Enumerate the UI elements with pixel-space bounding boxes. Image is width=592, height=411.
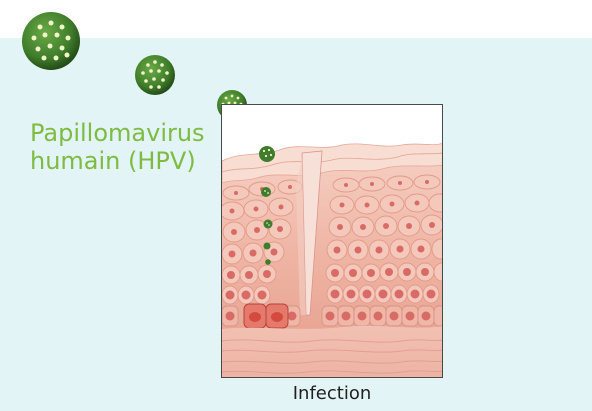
tissue-illustration (222, 105, 443, 378)
hpv-virion-large (20, 10, 82, 72)
hpv-virion-medium (133, 53, 177, 97)
virus-capsid-icon (20, 10, 82, 72)
infected-basal-cells (244, 304, 288, 328)
virus-capsid-icon (133, 53, 177, 97)
epithelium-cross-section (221, 104, 443, 378)
hpv-title: Papillomavirus humain (HPV) (30, 119, 205, 175)
infection-caption: Infection (221, 382, 443, 406)
